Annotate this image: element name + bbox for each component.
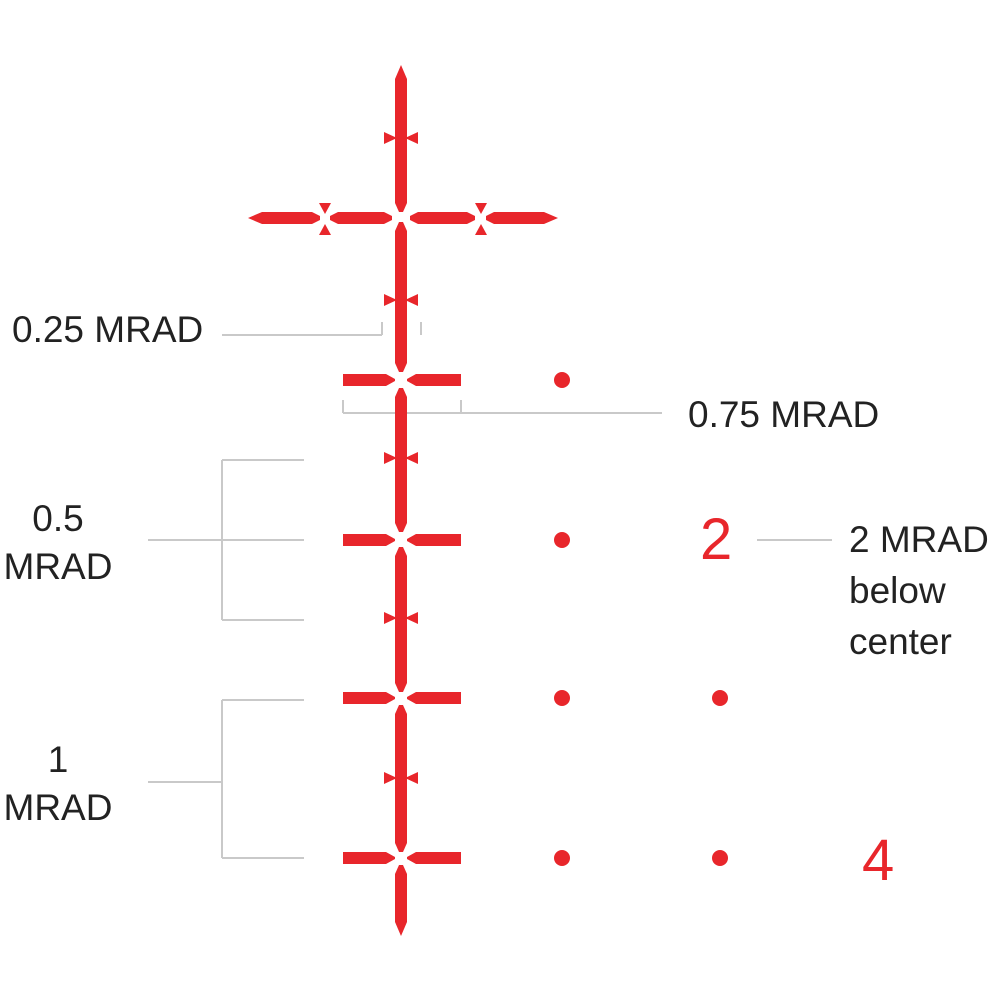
holdover-bar-left [343,692,395,704]
label-075-mrad: 0.75 MRAD [688,394,880,435]
label-05-mrad-value: 0.5 [32,498,84,539]
label-1-mrad-value: 1 [47,739,69,780]
bowtie-tick-left [384,294,397,306]
holdover-number-2: 2 [700,507,733,572]
bowtie-tick-left [384,132,397,144]
bowtie-tick-left [384,452,397,464]
holdover-bar-right [407,534,461,546]
horizontal-crossbar-segment [410,212,475,224]
holdover-bar-right [407,852,461,864]
horizontal-crossbar-segment [486,212,558,224]
label-025-mrad: 0.25 MRAD [12,309,204,350]
bowtie-tick-right [405,294,418,306]
crossbar-tick-top [475,203,487,214]
holdover-bar-left [343,374,395,386]
wind-hold-dot [712,690,728,706]
label-1-mrad-unit: MRAD [3,787,113,828]
vertical-bar-segment [395,388,407,532]
holdover-bar-right [407,692,461,704]
holdover-bar-left [343,534,395,546]
holdover-bar-right [407,374,461,386]
wind-hold-dot [712,850,728,866]
label-2-mrad-desc-line1: 2 MRAD [849,519,989,560]
crossbar-tick-bottom [319,224,331,235]
wind-hold-dot [554,850,570,866]
bowtie-tick-left [384,772,397,784]
wind-hold-dot [554,690,570,706]
wind-hold-dot [554,372,570,388]
vertical-bar-segment [395,705,407,852]
vertical-bar-segment [395,865,407,936]
bowtie-tick-right [405,612,418,624]
crossbar-tick-bottom [475,224,487,235]
vertical-bar-segment [395,65,407,212]
vertical-bar-segment [395,547,407,692]
label-05-mrad-unit: MRAD [3,546,113,587]
bowtie-tick-left [384,612,397,624]
holdover-number-4: 4 [862,828,895,893]
horizontal-crossbar-segment [330,212,392,224]
crossbar-tick-top [319,203,331,214]
label-2-mrad-desc-line3: center [849,621,952,662]
wind-hold-dot [554,532,570,548]
holdover-bar-left [343,852,395,864]
bowtie-tick-right [405,452,418,464]
bowtie-tick-right [405,132,418,144]
horizontal-crossbar-segment [248,212,320,224]
bowtie-tick-right [405,772,418,784]
label-2-mrad-desc-line2: below [849,570,946,611]
vertical-bar-segment [395,222,407,372]
